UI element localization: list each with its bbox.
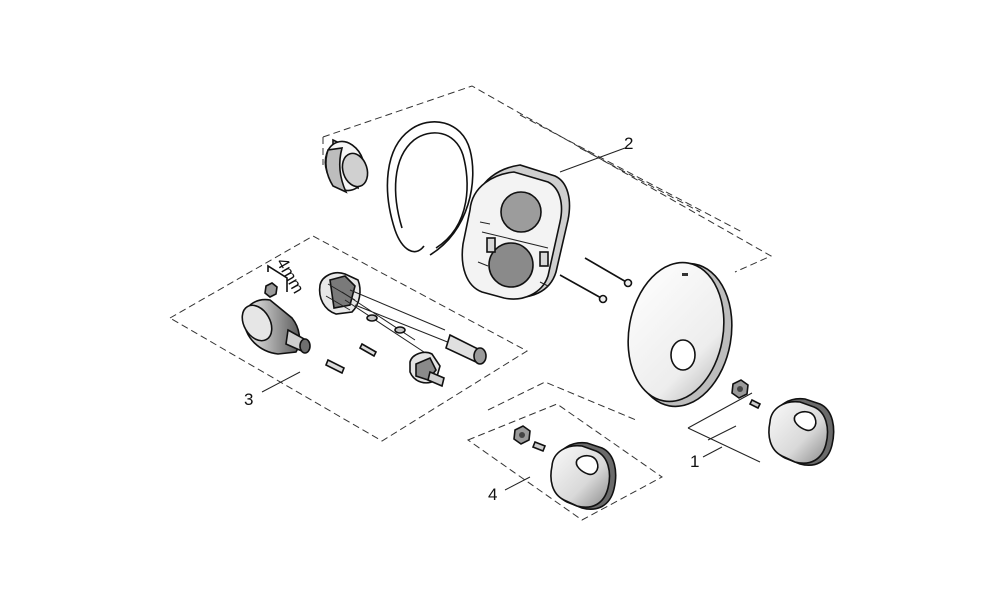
callout-4: 4 [488,485,497,504]
gasket-ring-part [386,121,474,256]
callout-3-leader [261,371,301,393]
callout-2: 2 [624,134,633,153]
callout-4-leader [504,476,531,491]
valve-cartridge-part [409,351,445,388]
mounting-plate-part [461,164,571,300]
callout-2-leader [559,147,626,173]
group-3-outline [168,235,528,442]
cartridge-left-part [241,298,311,355]
handle-4-part [513,425,617,510]
spindle-assembly-part [341,289,487,365]
tool-size-label: 4mm [273,255,308,297]
long-screws-part [559,257,633,304]
handle-1-part [731,379,835,466]
group-1-outline [687,392,761,463]
sleeve-part [324,138,369,194]
group-4-outline [466,381,663,521]
callout-3: 3 [244,390,253,409]
small-nut-part [264,282,278,298]
small-pins-part [324,342,378,375]
callout-1-leader [702,446,723,458]
brand-mark-icon [682,273,688,276]
cartridge-right-part [318,271,361,315]
cover-plate-part [627,261,733,408]
callout-1: 1 [690,452,699,471]
group-2-outline [322,85,773,273]
